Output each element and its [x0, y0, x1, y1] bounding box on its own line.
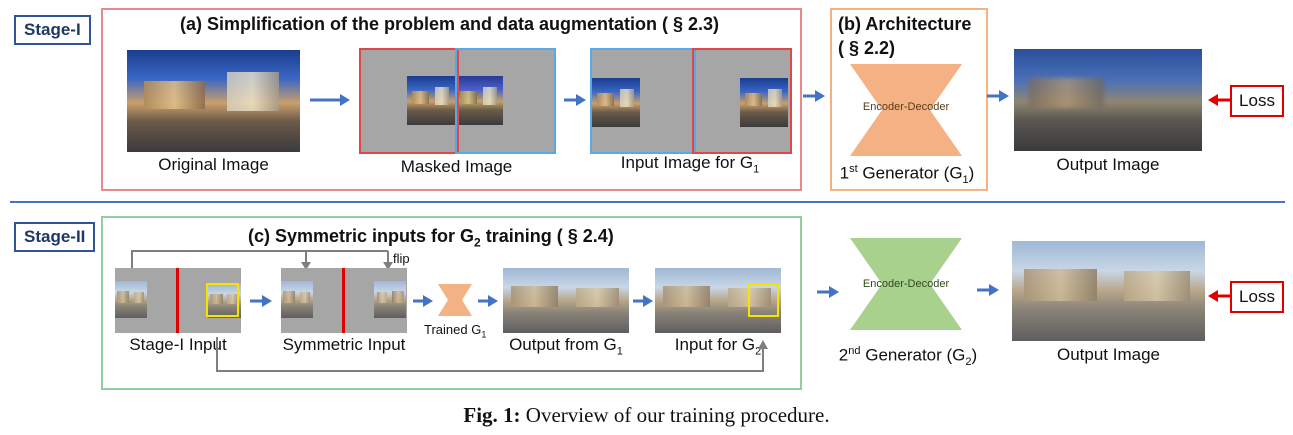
- stage-1-input-image: [115, 268, 241, 333]
- loss-2-arrow: [1208, 290, 1230, 302]
- masked-blue-box: [455, 48, 556, 154]
- generator-2-shape: [850, 238, 962, 330]
- arrow-trained-to-output: [478, 295, 498, 307]
- panel-b: [830, 8, 988, 191]
- generator-1-label: 1st Generator (G1): [832, 163, 982, 186]
- input-image-g1: [590, 48, 790, 152]
- loss-1-arrow: [1208, 94, 1230, 106]
- loss-1-box: Loss: [1230, 85, 1284, 117]
- g2-label-sub: 2: [965, 356, 972, 369]
- input-image-g1-label: Input Image for G1: [590, 153, 790, 175]
- trained-g1-sub: 1: [481, 329, 487, 340]
- stage-1-input-label: Stage-I Input: [129, 335, 227, 354]
- generator-2-text: Encoder-Decoder: [862, 278, 950, 290]
- input-left-patch: [592, 78, 640, 127]
- input-red-box: [692, 48, 792, 154]
- input-for-g2-sub: 2: [755, 345, 762, 358]
- input-image-g1-label-sub: 1: [753, 163, 760, 176]
- g1-label-num: 1: [839, 163, 850, 183]
- panel-c-title-suffix: training ( § 2.4): [480, 226, 614, 246]
- generator-1-text: Encoder-Decoder: [862, 101, 950, 113]
- generator-2-label: 2nd Generator (G2): [826, 345, 990, 368]
- symmetric-input-image: [281, 268, 407, 333]
- panel-c: [101, 216, 802, 390]
- stage-1-tag-text: Stage-I: [24, 20, 81, 39]
- masked-center-left-patch: [407, 76, 455, 125]
- stage-1-tag: Stage-I: [14, 15, 91, 45]
- input-for-g2-label: Input for G2: [650, 335, 786, 357]
- panel-c-title: (c) Symmetric inputs for G2 training ( §…: [248, 226, 614, 250]
- g1-label-sub: 1: [962, 174, 969, 187]
- original-image-label: Original Image: [158, 155, 269, 174]
- flip-connector: [131, 250, 393, 270]
- masked-center-right-patch: [455, 76, 503, 125]
- stage-1-output-image: [1014, 49, 1202, 151]
- output-from-g1-prefix: Output from G: [509, 335, 617, 354]
- generator-1-shape: [850, 64, 962, 156]
- loss-2-box: Loss: [1230, 281, 1284, 313]
- panel-b-title-line2: ( § 2.2): [838, 38, 896, 58]
- stage-1-output-label: Output Image: [1056, 155, 1160, 174]
- arrow-orig-to-masked: [310, 94, 350, 106]
- trained-g1-shape: [438, 284, 472, 316]
- original-image: [127, 50, 300, 152]
- figure-caption: Fig. 1: Overview of our training procedu…: [0, 403, 1293, 428]
- arrow-g1-to-output: [987, 90, 1009, 102]
- stage-1-input-yellow-box: [206, 283, 239, 317]
- symmetric-right-patch: [374, 281, 406, 318]
- arrow-masked-to-input: [564, 94, 586, 106]
- stage-2-tag-text: Stage-II: [24, 227, 86, 246]
- panel-a: [101, 8, 802, 191]
- output-from-g1-label: Output from G1: [498, 335, 634, 357]
- arrow-panelc-to-g2: [817, 286, 839, 298]
- trained-g1-label: Trained G1: [424, 322, 486, 340]
- input-for-g2-image: [655, 268, 781, 333]
- caption-text: Overview of our training procedure.: [520, 403, 830, 427]
- stage-2-output-image: [1012, 241, 1205, 341]
- symmetric-red-line: [342, 268, 345, 333]
- g2-label-sup: nd: [848, 345, 861, 357]
- symmetric-input-label: Symmetric Input: [282, 335, 406, 354]
- caption-bold: Fig. 1:: [463, 403, 521, 427]
- panel-a-title: (a) Simplification of the problem and da…: [180, 14, 720, 34]
- patch-return-connector: [216, 337, 768, 372]
- masked-image-label: Masked Image: [400, 157, 513, 176]
- stage-divider: [10, 201, 1285, 203]
- arrow-stage1input-to-symmetric: [250, 295, 272, 307]
- arrow-output-to-inputg2: [633, 295, 653, 307]
- panel-c-title-sub: 2: [474, 235, 481, 250]
- stage-2-output-label: Output Image: [1056, 345, 1160, 364]
- input-for-g2-prefix: Input for G: [674, 335, 756, 354]
- input-blue-box: [590, 48, 696, 154]
- loss-2-text: Loss: [1239, 287, 1275, 306]
- input-image-g1-label-text: Input Image for G: [620, 153, 754, 172]
- stage-2-tag: Stage-II: [14, 222, 96, 252]
- output-from-g1-image: [503, 268, 629, 333]
- symmetric-left-patch: [281, 281, 313, 318]
- stage-1-input-red-line: [176, 268, 179, 333]
- input-for-g2-yellow-box: [748, 283, 779, 317]
- stage-1-input-left-patch: [115, 281, 147, 318]
- flip-label: flip: [393, 251, 410, 266]
- arrow-g2-to-output: [977, 284, 999, 296]
- g2-label-num: 2: [838, 345, 849, 365]
- g2-label-end: ): [971, 345, 978, 365]
- loss-1-text: Loss: [1239, 91, 1275, 110]
- trained-g1-prefix: Trained G: [424, 322, 482, 337]
- arrow-symmetric-to-trained: [413, 295, 433, 307]
- panel-b-title-line1: (b) Architecture: [838, 14, 972, 34]
- input-right-patch: [740, 78, 788, 127]
- g1-label-end: ): [968, 163, 975, 183]
- g1-label-mid: Generator (G: [857, 163, 963, 183]
- output-from-g1-sub: 1: [616, 345, 623, 358]
- arrow-input-to-g1: [803, 90, 825, 102]
- stage-1-input-right-patch: [208, 284, 241, 318]
- masked-red-box: [359, 48, 459, 154]
- panel-c-title-prefix: (c) Symmetric inputs for G: [248, 226, 475, 246]
- g1-label-sup: st: [849, 163, 858, 175]
- g2-label-mid: Generator (G: [860, 345, 966, 365]
